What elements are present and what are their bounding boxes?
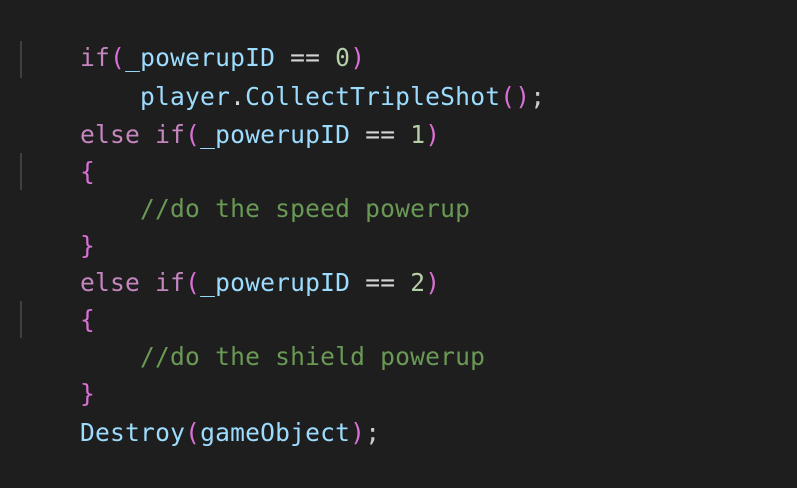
number-literal: 0: [335, 43, 351, 72]
code-editor[interactable]: if(_powerupID == 0) player.CollectTriple…: [0, 0, 797, 447]
identifier-powerupid: _powerupID: [200, 268, 351, 297]
code-line-4[interactable]: {: [20, 116, 95, 186]
code-line-9[interactable]: //do the shield powerup: [80, 301, 485, 371]
paren-open: (: [185, 120, 201, 149]
keyword-if: if: [80, 43, 111, 72]
code-line-3[interactable]: else if(_powerupID == 1): [20, 79, 440, 149]
indent-guide: [20, 153, 22, 190]
paren-open: (: [185, 268, 201, 297]
keyword-if: if: [155, 120, 186, 149]
keyword-if: if: [155, 268, 186, 297]
operator-equals: ==: [350, 120, 411, 149]
number-literal: 1: [410, 120, 426, 149]
operator-equals: ==: [275, 43, 336, 72]
code-line-8[interactable]: {: [20, 264, 95, 334]
space: [140, 268, 155, 297]
code-line-5[interactable]: //do the speed powerup: [80, 153, 470, 223]
paren-close: ): [515, 82, 531, 111]
code-line-7[interactable]: else if(_powerupID == 2): [20, 227, 440, 297]
code-line-6[interactable]: }: [20, 190, 95, 260]
function-destroy: Destroy: [80, 418, 186, 447]
method-collect-triple-shot: CollectTripleShot: [245, 82, 501, 111]
paren-close: ): [425, 120, 441, 149]
keyword-else: else: [80, 120, 141, 149]
code-line-10[interactable]: }: [20, 338, 95, 408]
indent-guide: [20, 41, 22, 78]
code-line-1[interactable]: if(_powerupID == 0): [20, 2, 365, 72]
identifier-player: player: [140, 82, 231, 111]
identifier-powerupid: _powerupID: [125, 43, 276, 72]
semicolon: ;: [530, 82, 546, 111]
brace-close: }: [80, 379, 96, 408]
operator-equals: ==: [350, 268, 411, 297]
semicolon: ;: [365, 418, 381, 447]
comment: //do the shield powerup: [140, 342, 486, 371]
brace-close: }: [80, 231, 96, 260]
paren-close: ): [350, 418, 366, 447]
indent-guide: [20, 301, 22, 338]
code-line-11[interactable]: Destroy(gameObject);: [20, 377, 380, 447]
keyword-else: else: [80, 268, 141, 297]
number-literal: 2: [410, 268, 426, 297]
paren-close: ): [350, 43, 366, 72]
paren-open: (: [500, 82, 516, 111]
paren-close: ): [425, 268, 441, 297]
identifier-gameobject: gameObject: [200, 418, 351, 447]
identifier-powerupid: _powerupID: [200, 120, 351, 149]
code-line-2[interactable]: player.CollectTripleShot();: [80, 41, 545, 111]
brace-open: {: [80, 305, 96, 334]
dot-operator: .: [230, 82, 246, 111]
paren-open: (: [185, 418, 201, 447]
comment: //do the speed powerup: [140, 194, 471, 223]
space: [140, 120, 155, 149]
paren-open: (: [110, 43, 126, 72]
brace-open: {: [80, 157, 96, 186]
